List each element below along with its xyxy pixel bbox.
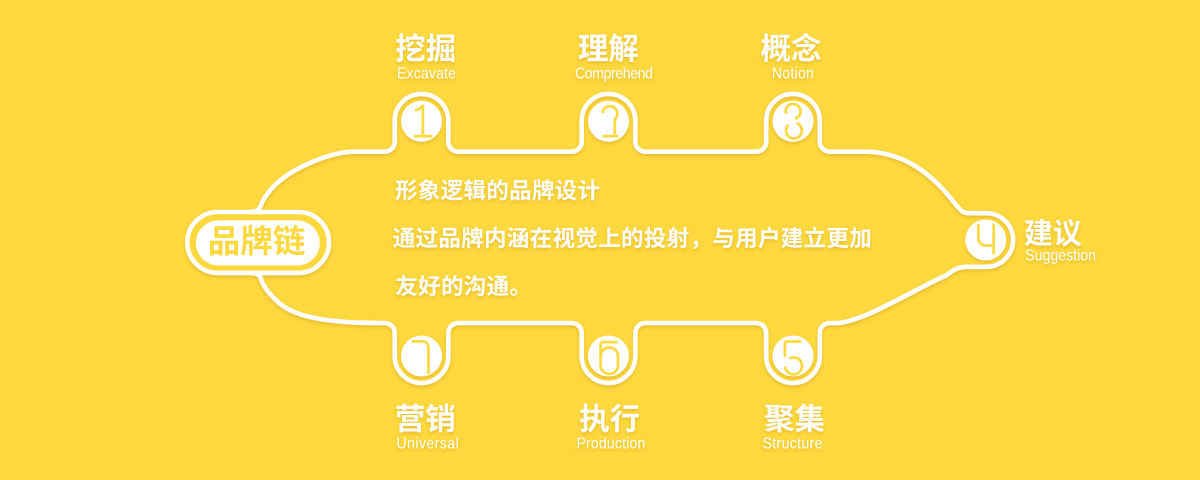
svg-text:Excavate: Excavate xyxy=(397,64,456,82)
svg-text:Production: Production xyxy=(577,434,646,452)
svg-text:Notion: Notion xyxy=(772,64,814,82)
svg-text:Universal: Universal xyxy=(397,434,459,452)
svg-text:Comprehend: Comprehend xyxy=(575,64,653,82)
svg-text:Structure: Structure xyxy=(763,434,823,452)
svg-text:Suggestion: Suggestion xyxy=(1025,247,1096,265)
